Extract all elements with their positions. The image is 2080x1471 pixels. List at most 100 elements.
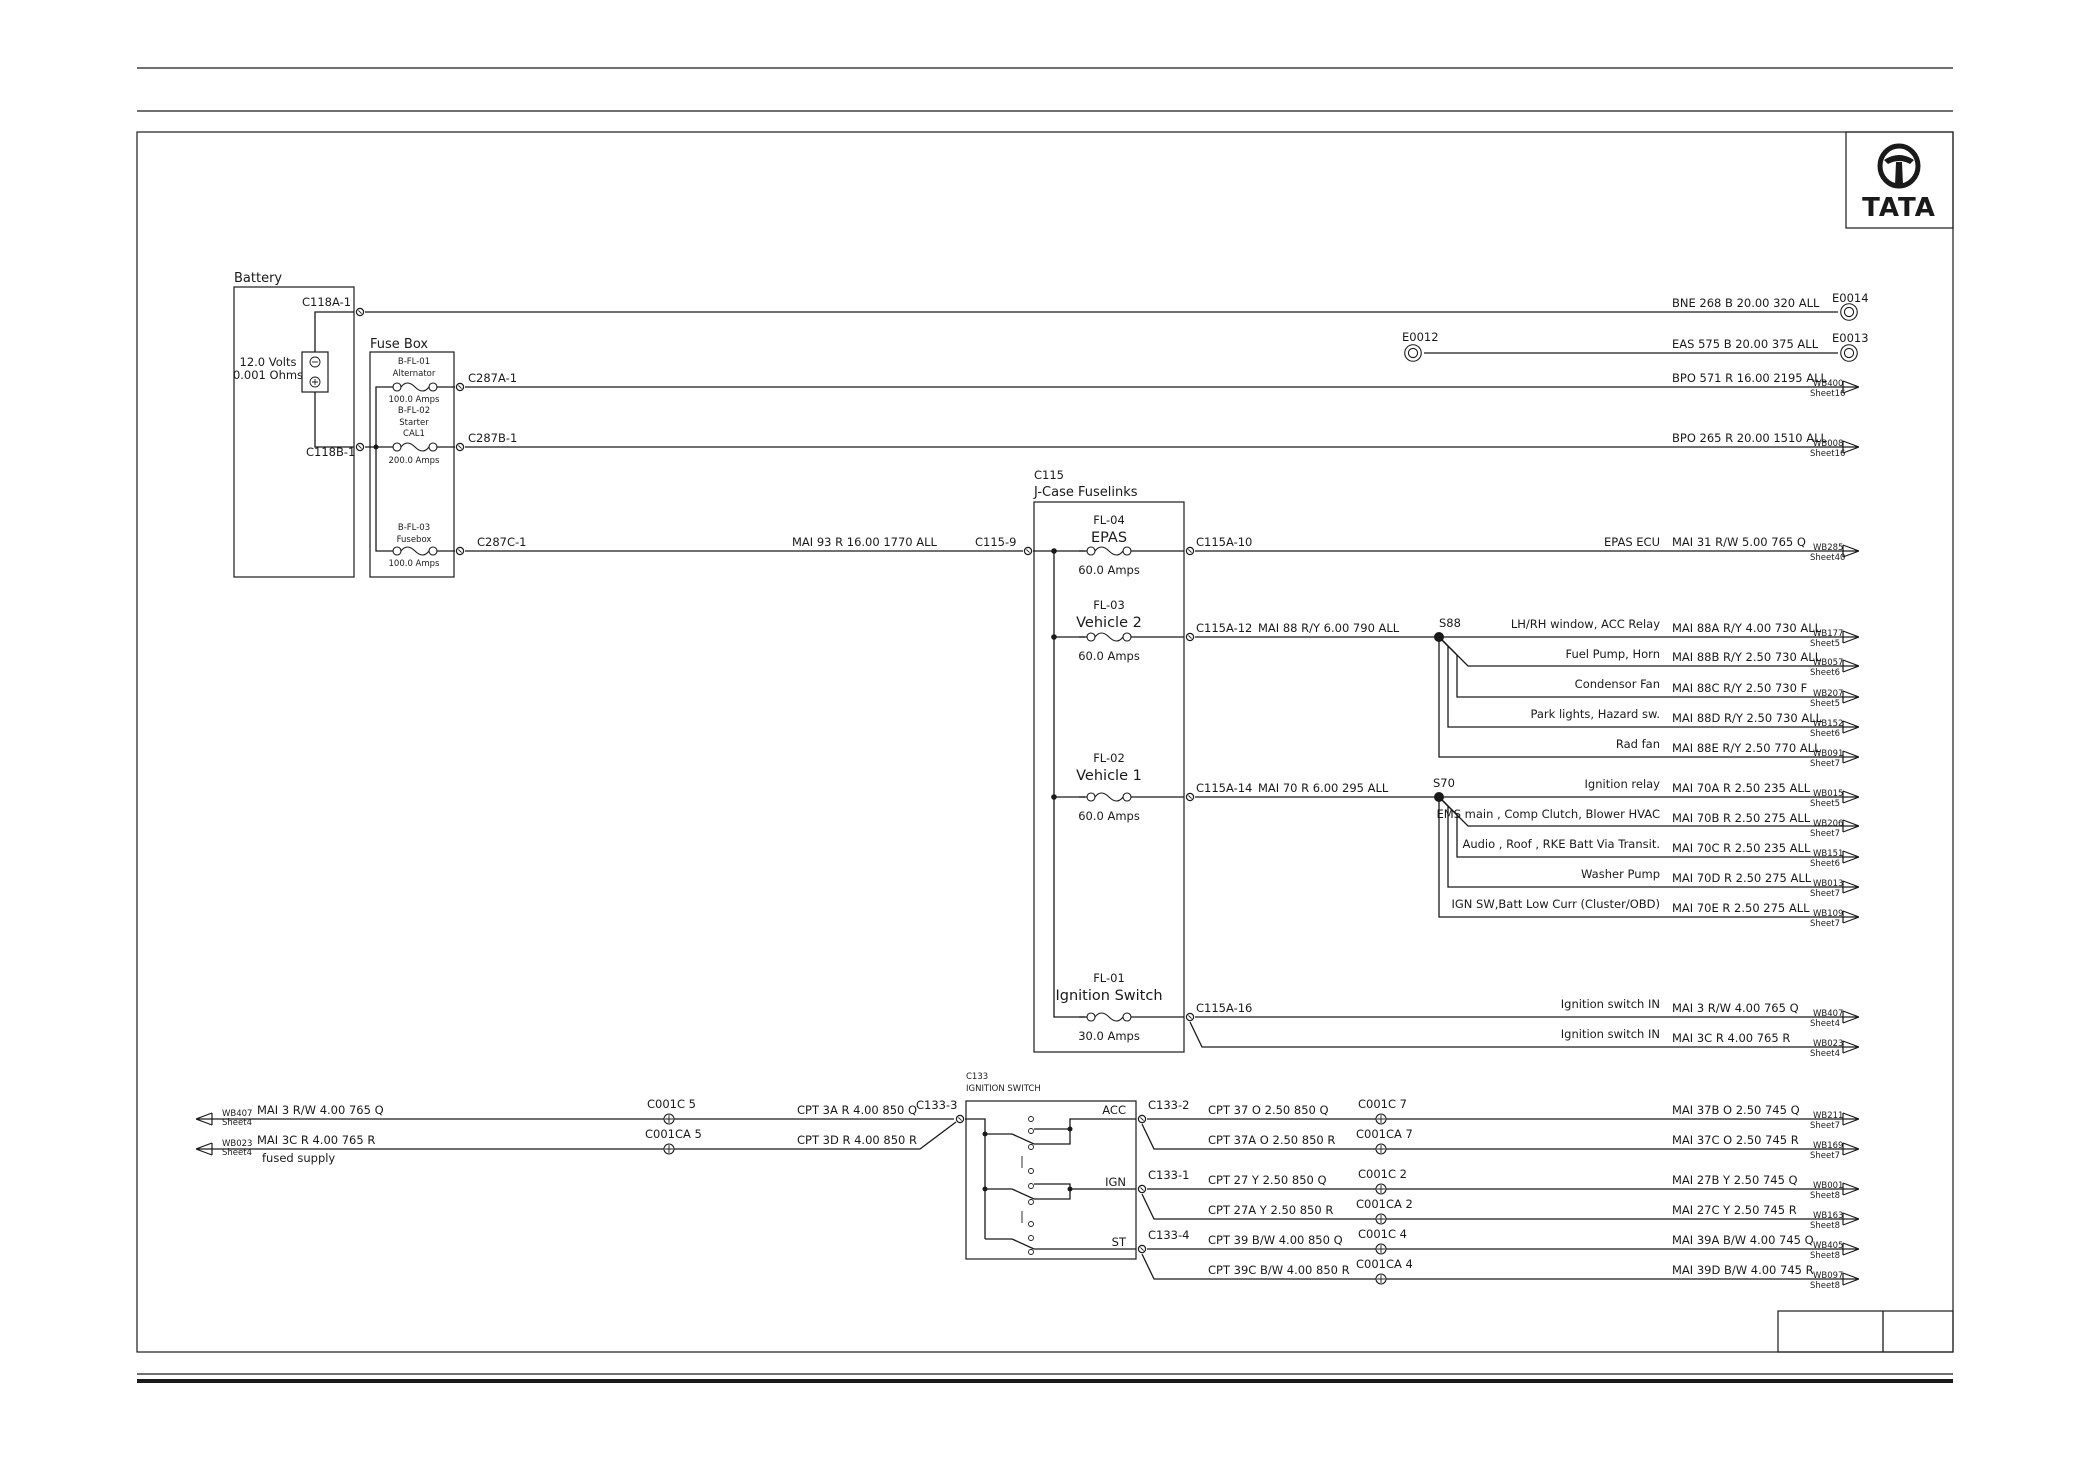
battery-title: Battery xyxy=(234,271,282,286)
battery-ohms: 0.001 Ohms xyxy=(233,368,303,382)
ign-out-ref-2: WB023 xyxy=(1813,1039,1843,1049)
sw-sheet-4: Sheet8 xyxy=(1810,1221,1840,1231)
sw-conn-5: C001C 4 xyxy=(1358,1227,1407,1241)
fuse-box: Fuse Box B-FL-01 Alternator 100.0 Amps B… xyxy=(365,337,526,578)
ref-wb285-sheet: Sheet40 xyxy=(1810,553,1845,563)
sw-sheet-3: Sheet8 xyxy=(1810,1191,1840,1201)
s88-sheet-2: Sheet6 xyxy=(1810,668,1840,678)
s70-wire-3: MAI 70C R 2.50 235 ALL xyxy=(1672,841,1811,855)
fl-03-id: FL-03 xyxy=(1093,598,1125,612)
ign-out-wire-2: MAI 3C R 4.00 765 R xyxy=(1672,1031,1790,1045)
fuse-b-fl-03-id: B-FL-03 xyxy=(398,523,430,533)
ignition-switch: C133 IGNITION SWITCH ACC IGN ST C133-2 C… xyxy=(965,1072,1189,1260)
ref-wb400: WB400 xyxy=(1813,379,1843,389)
sw-wire-1: MAI 37B O 2.50 745 Q xyxy=(1672,1103,1800,1117)
sw-wire-5: MAI 39A B/W 4.00 745 Q xyxy=(1672,1233,1814,1247)
splice-s70-id: S70 xyxy=(1433,776,1455,790)
fl-01-name: Ignition Switch xyxy=(1055,988,1162,1004)
sw-ref-3: WB001 xyxy=(1813,1181,1843,1191)
ign-out-wire-1: MAI 3 R/W 4.00 765 Q xyxy=(1672,1001,1799,1015)
battery-pos-conn: C118B-1 xyxy=(306,445,355,459)
fl-04-amps: 60.0 Amps xyxy=(1078,563,1140,577)
epas-output: EPAS ECU MAI 31 R/W 5.00 765 Q WB285 She… xyxy=(1195,535,1859,563)
conn-c287b-1: C287B-1 xyxy=(468,431,517,445)
sw-ref-5: WB405 xyxy=(1813,1241,1843,1251)
s88-desc-3: Condensor Fan xyxy=(1575,677,1660,691)
tata-logo: TATA xyxy=(1862,143,1936,223)
fl-03-name: Vehicle 2 xyxy=(1076,615,1142,631)
epas-wire: MAI 31 R/W 5.00 765 Q xyxy=(1672,535,1806,549)
wire-bne-268: BNE 268 B 20.00 320 ALL xyxy=(1672,296,1820,310)
ign-out-desc-2: Ignition switch IN xyxy=(1561,1027,1660,1041)
fl-01-amps: 30.0 Amps xyxy=(1078,1029,1140,1043)
s70-sheet-4: Sheet7 xyxy=(1810,889,1840,899)
ll-ref-1: WB407 xyxy=(222,1109,252,1119)
fuse-b-fl-01-id: B-FL-01 xyxy=(398,357,430,367)
ign-switch-title: IGNITION SWITCH xyxy=(966,1084,1041,1094)
lower-left-inputs: WB407 Sheet4 WB023 Sheet4 MAI 3 R/W 4.00… xyxy=(196,1097,965,1165)
brand-name: TATA xyxy=(1862,193,1936,223)
ll-conn-1: C001C 5 xyxy=(647,1097,696,1111)
ll-sheet-2: Sheet4 xyxy=(222,1148,252,1158)
pin-acc: ACC xyxy=(1102,1103,1126,1117)
ground-e0014: E0014 xyxy=(1832,291,1869,305)
fl-02-id: FL-02 xyxy=(1093,751,1125,765)
conn-c115a-14: C115A-14 xyxy=(1196,781,1252,795)
conn-c115a-10: C115A-10 xyxy=(1196,535,1252,549)
conn-c133-1: C133-1 xyxy=(1148,1168,1189,1182)
sw-cpt-2: CPT 37A O 2.50 850 R xyxy=(1208,1133,1335,1147)
ll-wire-2: MAI 3C R 4.00 765 R xyxy=(257,1133,375,1147)
s70-wire-2: MAI 70B R 2.50 275 ALL xyxy=(1672,811,1811,825)
ign-out-sheet-1: Sheet4 xyxy=(1810,1019,1840,1029)
s88-labels: LH/RH window, ACC Relay MAI 88A R/Y 4.00… xyxy=(1511,617,1844,769)
fuse-b-fl-01-amps: 100.0 Amps xyxy=(389,395,441,405)
s70-sheet-3: Sheet6 xyxy=(1810,859,1840,869)
ll-conn-2: C001CA 5 xyxy=(645,1127,702,1141)
conn-c133-4: C133-4 xyxy=(1148,1228,1189,1242)
jcase-fuselinks: C115 J-Case Fuselinks FL-04 EPAS 60.0 Am… xyxy=(1033,468,1400,1053)
switch-output-wires xyxy=(1141,1112,1859,1286)
s88-ref-1: WB177 xyxy=(1813,629,1843,639)
s88-wire-5: MAI 88E R/Y 2.50 770 ALL xyxy=(1672,741,1821,755)
jcase-title: J-Case Fuselinks xyxy=(1033,485,1138,500)
fuse-b-fl-03-amps: 100.0 Amps xyxy=(389,559,441,569)
jcase-id: C115 xyxy=(1034,468,1064,482)
s88-desc-1: LH/RH window, ACC Relay xyxy=(1511,617,1660,631)
sw-ref-4: WB163 xyxy=(1813,1211,1843,1221)
s70-sheet-1: Sheet5 xyxy=(1810,799,1840,809)
sw-wire-4: MAI 27C Y 2.50 745 R xyxy=(1672,1203,1797,1217)
s70-ref-2: WB206 xyxy=(1813,819,1843,829)
pin-ign: IGN xyxy=(1105,1175,1126,1189)
ll-cpt-2: CPT 3D R 4.00 850 R xyxy=(797,1133,917,1147)
sw-conn-1: C001C 7 xyxy=(1358,1097,1407,1111)
sw-ref-2: WB169 xyxy=(1813,1141,1843,1151)
s88-desc-5: Rad fan xyxy=(1616,737,1660,751)
s70-ref-3: WB151 xyxy=(1813,849,1843,859)
s88-wire-1: MAI 88A R/Y 4.00 730 ALL xyxy=(1672,621,1822,635)
ignition-switch-outputs: Ignition switch IN MAI 3 R/W 4.00 765 Q … xyxy=(1189,997,1859,1059)
splice-s70: S70 xyxy=(1195,776,1859,924)
s70-ref-4: WB013 xyxy=(1813,879,1843,889)
ll-wire-1: MAI 3 R/W 4.00 765 Q xyxy=(257,1103,384,1117)
conn-c115a-12: C115A-12 xyxy=(1196,621,1252,635)
battery-wires: BNE 268 B 20.00 320 ALL E0014 E0012 EAS … xyxy=(365,291,1869,556)
s70-desc-3: Audio , Roof , RKE Batt Via Transit. xyxy=(1462,837,1660,851)
s70-desc-5: IGN SW,Batt Low Curr (Cluster/OBD) xyxy=(1452,897,1661,911)
fuse-b-fl-01-name: Alternator xyxy=(393,369,436,379)
conn-c287a-1: C287A-1 xyxy=(468,371,517,385)
s88-sheet-4: Sheet6 xyxy=(1810,729,1840,739)
s88-sheet-1: Sheet5 xyxy=(1810,639,1840,649)
fl-02-amps: 60.0 Amps xyxy=(1078,809,1140,823)
sw-cpt-3: CPT 27 Y 2.50 850 Q xyxy=(1208,1173,1327,1187)
fuse-b-fl-03-name: Fusebox xyxy=(397,535,432,545)
sw-cpt-1: CPT 37 O 2.50 850 Q xyxy=(1208,1103,1329,1117)
page-frame xyxy=(136,67,1954,1383)
s70-desc-1: Ignition relay xyxy=(1585,777,1661,791)
battery: Battery 12.0 Volts 0.001 Ohms C118A-1 C1… xyxy=(233,271,365,578)
pin-st: ST xyxy=(1112,1235,1127,1249)
sw-sheet-5: Sheet8 xyxy=(1810,1251,1840,1261)
wire-eas-575: EAS 575 B 20.00 375 ALL xyxy=(1672,337,1819,351)
ign-out-ref-1: WB407 xyxy=(1813,1009,1843,1019)
ground-e0012: E0012 xyxy=(1402,330,1439,344)
